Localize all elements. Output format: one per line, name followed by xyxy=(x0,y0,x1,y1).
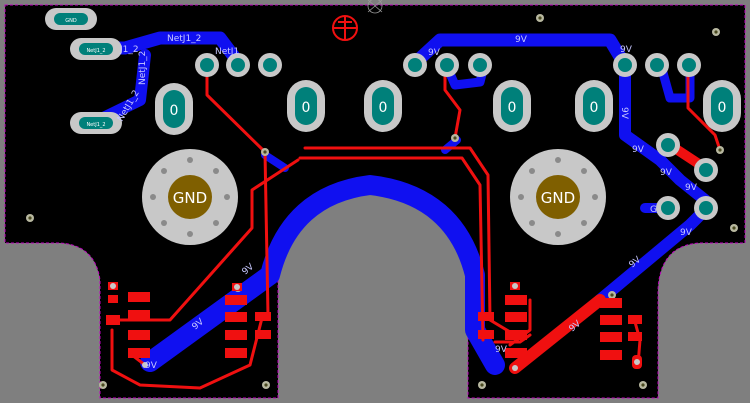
pad-zero-1: 0 xyxy=(170,103,179,119)
pad-zero-5: 0 xyxy=(590,100,599,116)
trace-9v-arch xyxy=(140,175,505,375)
gnd-label-left: GND xyxy=(173,189,207,207)
label-g: G xyxy=(650,205,657,215)
label-9v-right-2: 9V xyxy=(619,107,629,120)
label-9v-mid: 9V xyxy=(632,145,645,155)
label-netj1-2-top: NetJ1_2 xyxy=(167,34,201,44)
mounting-hole-left: GND xyxy=(142,149,238,245)
label-9v-top: 9V xyxy=(515,35,528,45)
label-9v-right-3: 9V xyxy=(660,168,673,178)
trace-red-1 xyxy=(205,63,270,317)
oval-pads: 0 0 0 0 0 0 xyxy=(155,80,741,135)
connector-pads-left: GND NetJ1_2 NetJ1_2 xyxy=(45,8,122,134)
trace-9v-mid xyxy=(261,151,289,172)
smd-components-left xyxy=(106,282,271,358)
label-j1-2: J1_2 xyxy=(119,45,139,55)
trace-red-2 xyxy=(303,146,517,337)
connector-pad-label-1: GND xyxy=(65,18,77,24)
gnd-label-right: GND xyxy=(541,189,575,207)
pad-zero-2: 0 xyxy=(302,100,311,116)
trace-red-thick xyxy=(509,294,606,374)
trace-right-column xyxy=(619,59,711,206)
label-9v-right-5: 9V xyxy=(680,228,693,238)
label-9v-right-1: 9V xyxy=(620,45,633,55)
trace-right-loop xyxy=(655,57,695,103)
pad-zero-6: 0 xyxy=(718,100,727,116)
trace-red-3 xyxy=(298,156,485,342)
trace-red-5 xyxy=(110,316,264,390)
label-9v-top-left: 9V xyxy=(428,48,441,58)
label-9v-right-4: 9V xyxy=(685,183,698,193)
smd-components-right xyxy=(478,282,642,369)
trace-9v-top xyxy=(408,33,632,72)
crosshair-marker xyxy=(367,0,383,14)
pad-zero-3: 0 xyxy=(379,100,388,116)
label-9v-bottom-right: 9V xyxy=(495,345,508,355)
label-netj1: NetJ1 xyxy=(215,47,239,57)
net-labels: NetJ1_2 J1_2 NetJ1_2 NetJ1_2 NetJ1 9V 9V… xyxy=(116,34,698,371)
label-netj1-2-vert: NetJ1_2 xyxy=(138,51,148,85)
th-pads-row xyxy=(195,53,718,220)
pad-zero-4: 0 xyxy=(508,100,517,116)
origin-marker xyxy=(332,15,358,41)
label-9v-bottom-left: 9V xyxy=(145,361,158,371)
trace-red-8 xyxy=(686,63,722,152)
connector-pad-label-2: NetJ1_2 xyxy=(86,48,105,54)
trace-red-4 xyxy=(110,158,300,322)
smd-via-dots xyxy=(110,283,640,371)
connector-pad-label-3: NetJ1_2 xyxy=(86,122,105,128)
mounting-hole-right: GND xyxy=(510,149,606,245)
